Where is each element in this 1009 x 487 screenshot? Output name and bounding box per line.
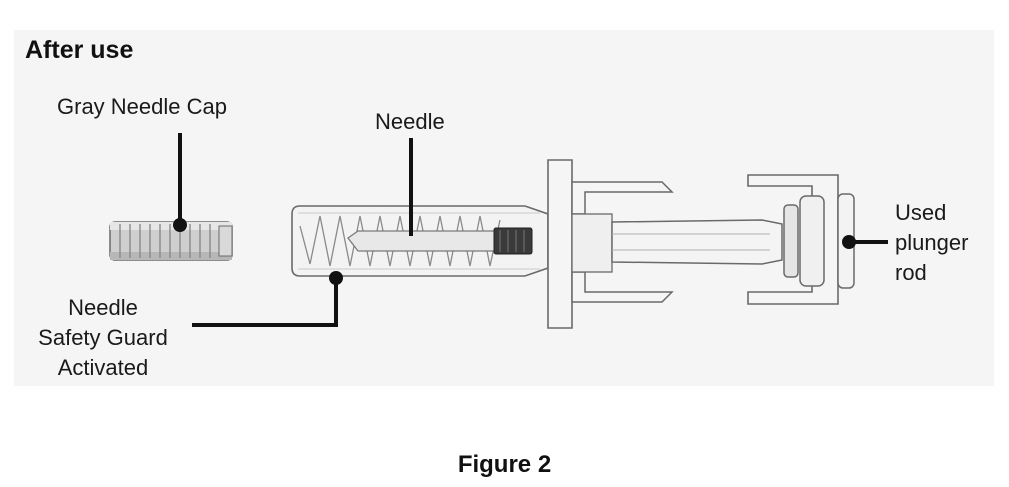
needle-safety-guard-label-line: Needle xyxy=(68,295,138,320)
plunger-shaft xyxy=(611,219,783,265)
leader-lines xyxy=(178,133,888,327)
leader-dots xyxy=(173,218,856,285)
gray-needle-cap xyxy=(109,221,233,261)
used-plunger-rod xyxy=(747,174,855,305)
used-plunger-rod-label-line: Used xyxy=(895,200,947,225)
syringe-flange xyxy=(547,159,674,329)
needle-label: Needle xyxy=(375,109,445,134)
gray-needle-cap-label: Gray Needle Cap xyxy=(57,94,227,119)
figure-heading: After use xyxy=(25,36,134,64)
needle-safety-guard-label-line: Safety Guard xyxy=(38,325,168,350)
needle xyxy=(347,227,533,255)
figure-caption: Figure 2 xyxy=(457,451,552,478)
used-plunger-rod-label: Used plunger rod xyxy=(895,198,968,288)
needle-safety-guard-label: Needle Safety Guard Activated xyxy=(22,293,184,383)
used-plunger-rod-label-line: rod xyxy=(895,260,927,285)
needle-safety-guard-label-line: Activated xyxy=(57,355,149,380)
used-plunger-rod-label-line: plunger xyxy=(895,230,969,255)
